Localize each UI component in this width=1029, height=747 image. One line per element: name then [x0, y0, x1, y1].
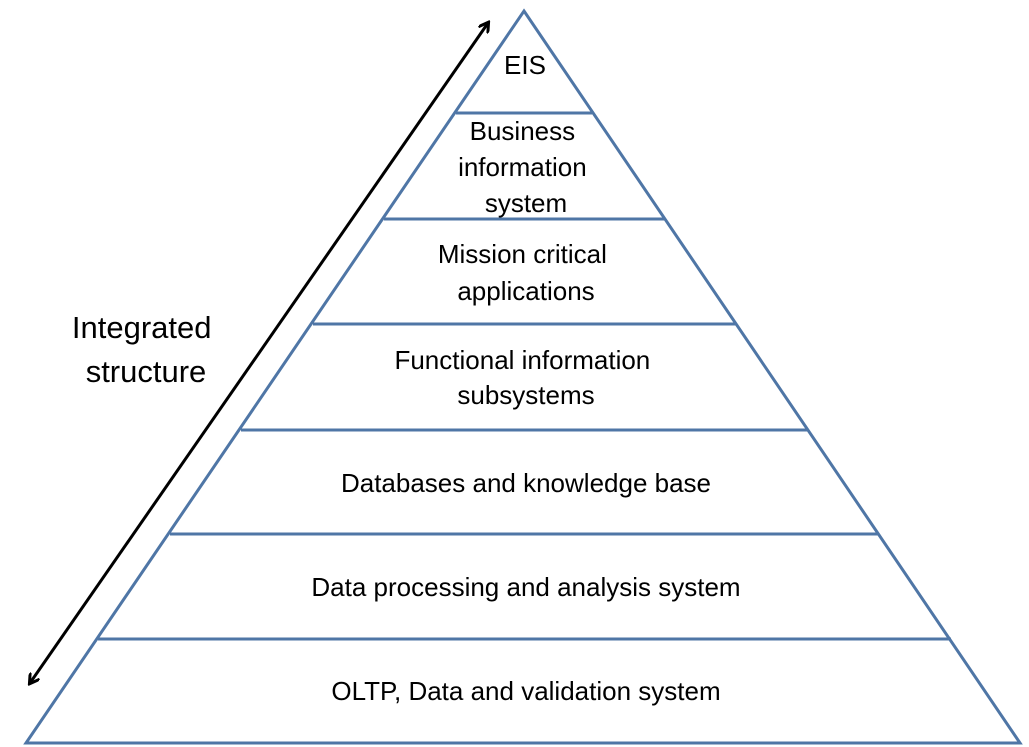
layer-label-functional-information-subsystems: Functional information subsystems: [394, 345, 657, 410]
layer-label-line: applications: [457, 276, 594, 306]
layer-label-line: Data processing and analysis system: [311, 572, 740, 602]
layer-label-line: Functional information: [394, 345, 650, 375]
layer-label-line: information: [458, 152, 587, 182]
integrated-structure-arrow: [30, 23, 488, 683]
layer-label-line: subsystems: [457, 380, 594, 410]
layer-label-line: Business: [470, 116, 576, 146]
side-label: Integrated structure: [72, 310, 220, 389]
layer-label-data-processing-analysis-system: Data processing and analysis system: [311, 572, 740, 602]
layer-label-line: EIS: [504, 50, 546, 80]
layer-label-eis: EIS: [504, 50, 546, 80]
layer-labels: EIS Business information system Mission …: [311, 50, 740, 706]
layer-label-line: Databases and knowledge base: [341, 468, 711, 498]
layer-label-line: OLTP, Data and validation system: [331, 676, 720, 706]
layer-label-mission-critical-applications: Mission critical applications: [438, 239, 614, 306]
layer-label-databases-knowledge-base: Databases and knowledge base: [341, 468, 711, 498]
layer-label-line: system: [485, 188, 567, 218]
side-label-line: structure: [86, 354, 207, 389]
layer-label-line: Mission critical: [438, 239, 607, 269]
side-label-line: Integrated: [72, 310, 212, 345]
layer-label-business-information-system: Business information system: [458, 116, 594, 218]
layer-label-oltp-data-validation-system: OLTP, Data and validation system: [331, 676, 720, 706]
